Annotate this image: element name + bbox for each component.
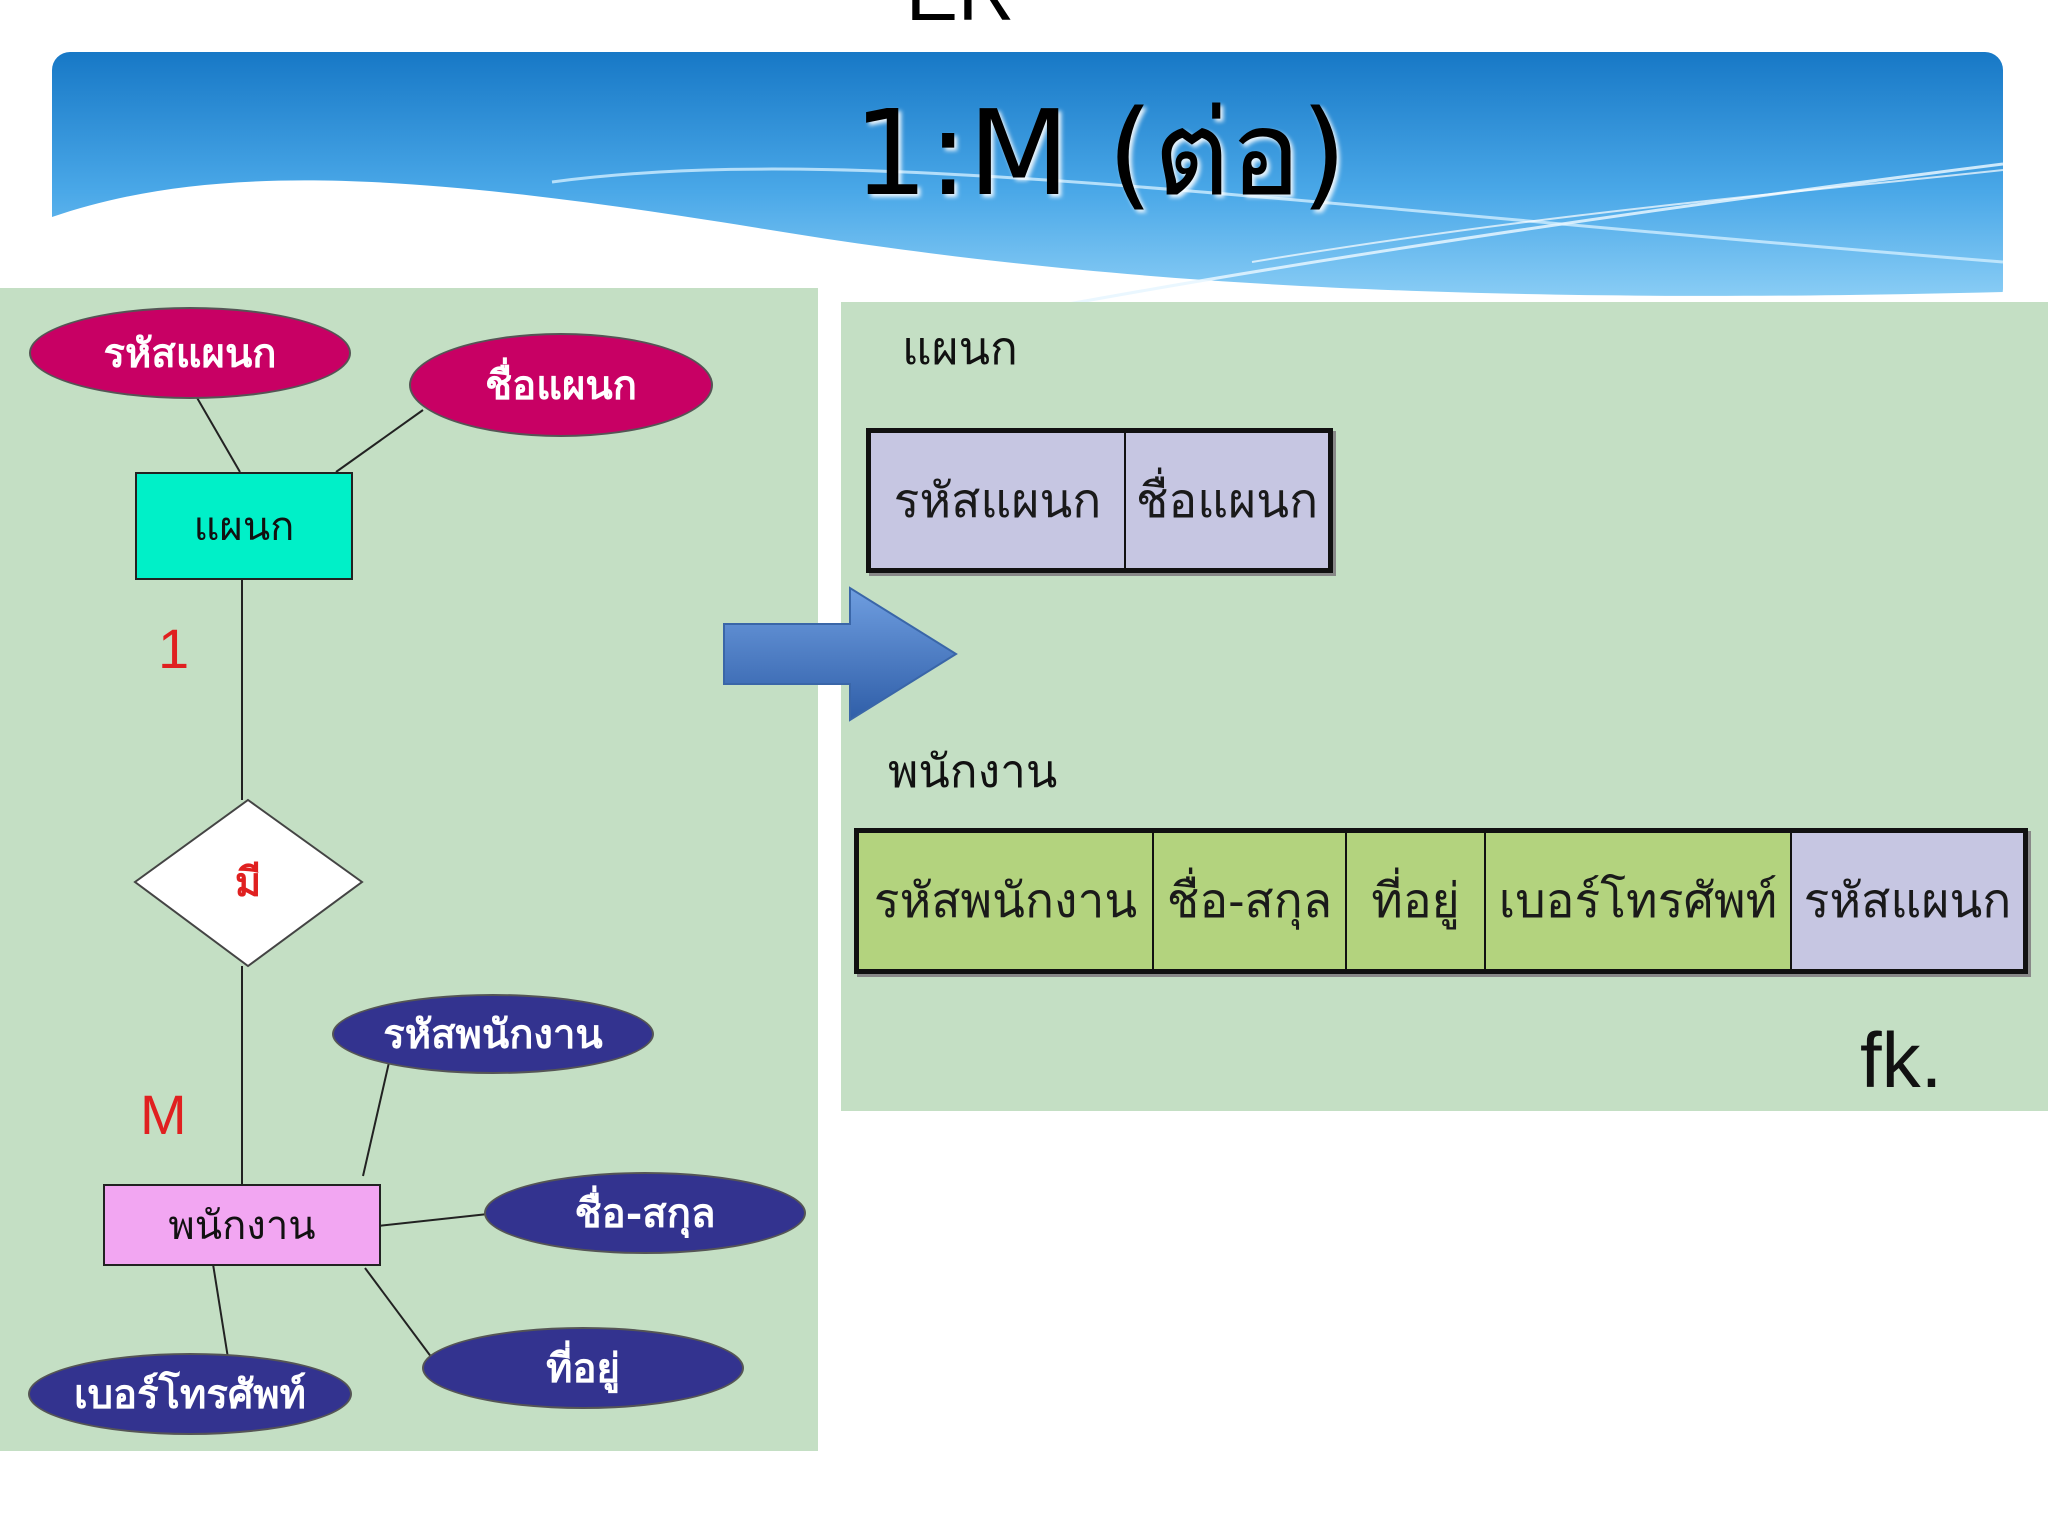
emp-table-col-phone: เบอร์โทรศัพท์	[1486, 833, 1792, 969]
emp-table-col-name: ชื่อ-สกุล	[1154, 833, 1347, 969]
dept-table-col-name: ชื่อแผนก	[1126, 433, 1328, 568]
relationship-label: มี	[234, 859, 262, 906]
cardinality-many: M	[140, 1083, 187, 1146]
attr-emp-id: รหัสพนักงาน	[332, 994, 654, 1074]
attr-emp-address: ที่อยู่	[422, 1327, 744, 1409]
emp-table: รหัสพนักงาน ชื่อ-สกุล ที่อยู่ เบอร์โทรศั…	[854, 828, 2028, 974]
foreign-key-label: fk.	[1860, 1016, 1943, 1104]
emp-table-col-dept-fk: รหัสแผนก	[1792, 833, 2023, 969]
title-top: ER	[760, 0, 1160, 39]
relationship-diamond	[133, 798, 364, 968]
emp-table-col-id: รหัสพนักงาน	[859, 833, 1154, 969]
relational-panel	[841, 302, 2048, 1111]
dept-table: รหัสแผนก ชื่อแผนก	[866, 428, 1333, 573]
attr-emp-name: ชื่อ-สกุล	[484, 1172, 806, 1254]
attr-dept-id: รหัสแผนก	[29, 307, 351, 399]
entity-emp: พนักงาน	[103, 1184, 381, 1266]
entity-dept: แผนก	[135, 472, 353, 580]
dept-table-name: แผนก	[902, 321, 1018, 375]
emp-table-col-address: ที่อยู่	[1347, 833, 1486, 969]
dept-table-col-id: รหัสแผนก	[871, 433, 1126, 568]
er-connector-lines	[133, 395, 489, 1359]
attr-dept-name: ชื่อแผนก	[409, 333, 713, 437]
header-banner	[52, 52, 2003, 307]
attr-emp-phone: เบอร์โทรศัพท์	[28, 1353, 352, 1435]
right-arrow-icon	[723, 586, 958, 722]
cardinality-one: 1	[158, 617, 190, 680]
emp-table-name: พนักงาน	[888, 744, 1058, 798]
slide-title: 1:M (ต่อ)	[853, 84, 1347, 222]
